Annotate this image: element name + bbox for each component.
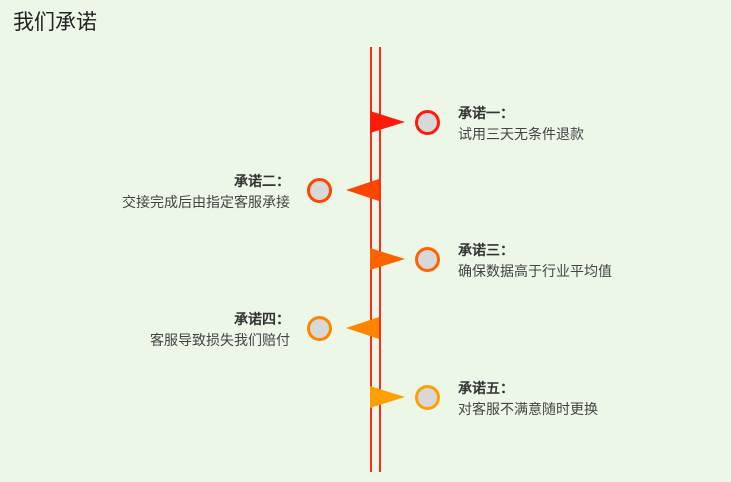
promise-description: 交接完成后由指定客服承接 [122, 195, 290, 211]
flag-icon [346, 179, 379, 201]
timeline-item: 承诺一： 试用三天无条件退款 [0, 106, 731, 143]
promise-heading: 承诺五： [458, 381, 514, 397]
timeline-item: 承诺五： 对客服不满意随时更换 [0, 381, 731, 418]
promise-heading: 承诺一： [458, 106, 514, 122]
flag-icon [346, 317, 379, 339]
promise-text: 承诺四： 客服导致损失我们赔付 [150, 310, 290, 352]
promise-heading: 承诺三： [458, 243, 514, 259]
promise-text: 承诺二： 交接完成后由指定客服承接 [122, 172, 290, 214]
promise-text: 承诺五： 对客服不满意随时更换 [458, 379, 598, 421]
timeline-item: 承诺二： 交接完成后由指定客服承接 [0, 174, 731, 211]
promise-heading: 承诺四： [234, 312, 290, 328]
circle-marker-icon [307, 178, 332, 203]
circle-marker-icon [307, 316, 332, 341]
promise-description: 确保数据高于行业平均值 [458, 264, 612, 280]
circle-marker-icon [415, 247, 440, 272]
promise-heading: 承诺二： [234, 174, 290, 190]
circle-marker-icon [415, 110, 440, 135]
circle-marker-icon [415, 385, 440, 410]
promise-text: 承诺一： 试用三天无条件退款 [458, 104, 584, 146]
timeline-item: 承诺四： 客服导致损失我们赔付 [0, 312, 731, 349]
flag-icon [370, 111, 405, 133]
promise-text: 承诺三： 确保数据高于行业平均值 [458, 241, 612, 283]
flag-icon [370, 248, 405, 270]
timeline-item: 承诺三： 确保数据高于行业平均值 [0, 243, 731, 280]
promise-description: 对客服不满意随时更换 [458, 402, 598, 418]
page-title: 我们承诺 [13, 10, 97, 34]
promise-description: 试用三天无条件退款 [458, 127, 584, 143]
promise-description: 客服导致损失我们赔付 [150, 333, 290, 349]
flag-icon [370, 386, 405, 408]
